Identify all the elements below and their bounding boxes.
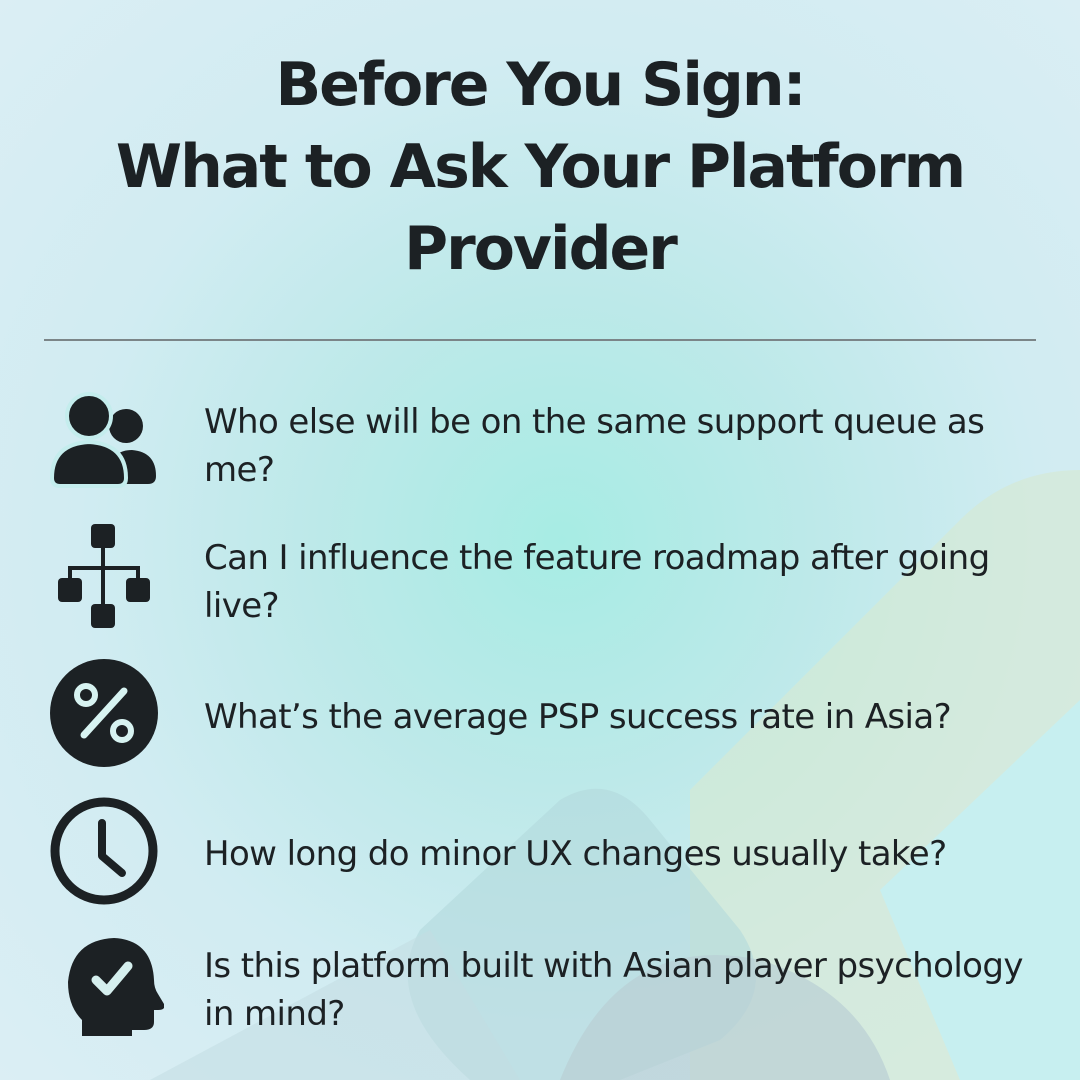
question-text: What’s the average PSP success rate in A… [204, 697, 952, 737]
title-line-2: What to Ask Your Platform [115, 132, 966, 202]
background-grey-arc [560, 955, 890, 1080]
page-title: Before You Sign: What to Ask Your Platfo… [0, 44, 1080, 290]
title-divider [44, 339, 1036, 341]
title-line-1: Before You Sign: [275, 50, 806, 120]
question-text: Who else will be on the same support que… [204, 402, 985, 490]
percent-icon [44, 655, 164, 775]
question-text: How long do minor UX changes usually tak… [204, 834, 947, 874]
users-icon [44, 380, 164, 500]
background-diamond-shape [880, 700, 1080, 1080]
question-text: Can I influence the feature roadmap afte… [204, 538, 990, 626]
title-line-3: Provider [404, 214, 678, 284]
sitemap-icon [44, 518, 164, 638]
head-check-icon [44, 930, 164, 1050]
clock-icon [44, 793, 164, 913]
question-text: Is this platform built with Asian player… [204, 946, 1023, 1034]
background-left-shadow [150, 930, 520, 1080]
